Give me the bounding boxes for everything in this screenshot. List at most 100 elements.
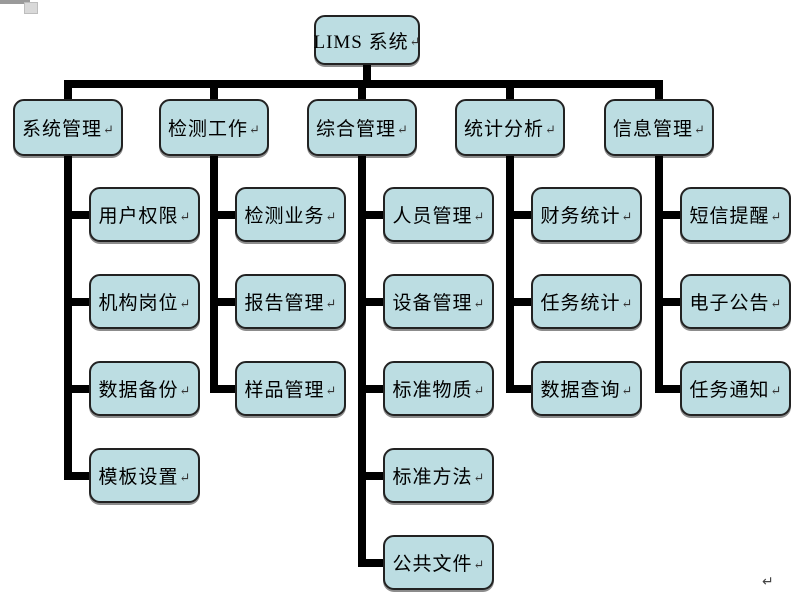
node-equipment-management: 设备管理↵	[383, 274, 494, 329]
return-mark-icon: ↵	[179, 295, 191, 311]
return-mark-icon: ↵	[325, 382, 337, 398]
connector-group-drop	[358, 88, 366, 99]
node-standard-substances-label: 标准物质	[392, 380, 473, 401]
connector-trunk	[655, 156, 663, 393]
node-sample-management: 样品管理↵	[235, 361, 346, 416]
connector-group-drop	[506, 88, 514, 99]
node-sms-reminder: 短信提醒↵	[680, 187, 791, 242]
node-personnel-management: 人员管理↵	[383, 187, 494, 242]
node-information-management-label: 信息管理	[613, 119, 694, 140]
node-electronic-bulletin-label: 电子公告	[689, 293, 770, 314]
connector-stub	[68, 384, 89, 393]
connector-stub	[362, 471, 383, 480]
node-template-settings-label: 模板设置	[98, 467, 179, 488]
connector-trunk	[210, 156, 218, 393]
return-mark-icon: ↵	[473, 208, 485, 224]
node-data-query-label: 数据查询	[540, 380, 621, 401]
connector-group-drop	[655, 88, 663, 99]
node-data-backup-label: 数据备份	[98, 380, 179, 401]
connector-group-drop	[64, 88, 72, 99]
node-statistics-analysis: 统计分析↵	[455, 99, 565, 156]
connector-trunk	[506, 156, 514, 393]
connector-stub	[659, 384, 680, 393]
connector-stub	[659, 210, 680, 219]
node-template-settings: 模板设置↵	[89, 448, 200, 503]
node-testing-work: 检测工作↵	[159, 99, 269, 156]
node-report-management: 报告管理↵	[235, 274, 346, 329]
return-mark-icon: ↵	[621, 208, 633, 224]
connector-root-drop	[363, 65, 371, 88]
return-mark-icon: ↵	[179, 382, 191, 398]
connector-stub	[362, 384, 383, 393]
node-lims-system-label: LIMS 系统	[313, 31, 409, 53]
node-sms-reminder-label: 短信提醒	[689, 206, 770, 227]
return-mark-icon: ↵	[409, 34, 421, 49]
node-testing-work-label: 检测工作	[168, 119, 249, 140]
node-task-statistics-label: 任务统计	[540, 293, 621, 314]
node-electronic-bulletin: 电子公告↵	[680, 274, 791, 329]
connector-stub	[214, 210, 235, 219]
node-personnel-management-label: 人员管理	[392, 206, 473, 227]
node-task-notification-label: 任务通知	[689, 380, 770, 401]
connector-top-bar	[64, 80, 663, 88]
connector-stub	[510, 297, 531, 306]
return-mark-icon: ↵	[545, 121, 556, 137]
connector-stub	[362, 297, 383, 306]
return-mark-icon: ↵	[770, 295, 782, 311]
connector-stub	[510, 210, 531, 219]
connector-stub	[214, 384, 235, 393]
connector-stub	[68, 210, 89, 219]
return-mark-icon: ↵	[179, 208, 191, 224]
connector-trunk	[358, 156, 366, 567]
return-mark-icon: ↵	[770, 208, 782, 224]
node-financial-statistics-label: 财务统计	[540, 206, 621, 227]
connector-stub	[214, 297, 235, 306]
return-mark-icon: ↵	[621, 295, 633, 311]
node-public-files: 公共文件↵	[383, 535, 494, 590]
connector-stub	[68, 471, 89, 480]
connector-stub	[362, 558, 383, 567]
return-mark-icon: ↵	[397, 121, 408, 137]
page-edge-artifact	[0, 0, 30, 4]
node-financial-statistics: 财务统计↵	[531, 187, 642, 242]
node-comprehensive-management-label: 综合管理	[316, 119, 397, 140]
return-mark-icon: ↵	[770, 382, 782, 398]
return-mark-icon: ↵	[179, 469, 191, 485]
return-mark-icon: ↵	[473, 556, 485, 572]
node-standard-methods-label: 标准方法	[392, 467, 473, 488]
node-statistics-analysis-label: 统计分析	[464, 119, 545, 140]
page-edge-artifact-mark	[24, 2, 38, 14]
connector-stub	[659, 297, 680, 306]
node-standard-substances: 标准物质↵	[383, 361, 494, 416]
node-system-management-label: 系统管理	[22, 119, 103, 140]
node-sample-management-label: 样品管理	[244, 380, 325, 401]
return-mark-icon: ↵	[473, 382, 485, 398]
node-user-permissions-label: 用户权限	[98, 206, 179, 227]
node-org-positions-label: 机构岗位	[98, 293, 179, 314]
node-public-files-label: 公共文件	[392, 554, 473, 575]
node-lims-system: LIMS 系统↵	[313, 15, 421, 65]
return-mark-icon: ↵	[473, 469, 485, 485]
return-mark-icon: ↵	[621, 382, 633, 398]
node-standard-methods: 标准方法↵	[383, 448, 494, 503]
node-user-permissions: 用户权限↵	[89, 187, 200, 242]
stray-return-mark: ↵	[762, 574, 774, 590]
node-data-backup: 数据备份↵	[89, 361, 200, 416]
node-system-management: 系统管理↵	[13, 99, 123, 156]
return-mark-icon: ↵	[473, 295, 485, 311]
connector-group-drop	[210, 88, 218, 99]
node-data-query: 数据查询↵	[531, 361, 642, 416]
node-testing-business-label: 检测业务	[244, 206, 325, 227]
node-testing-business: 检测业务↵	[235, 187, 346, 242]
node-task-statistics: 任务统计↵	[531, 274, 642, 329]
connector-trunk	[64, 156, 72, 480]
return-mark-icon: ↵	[249, 121, 260, 137]
return-mark-icon: ↵	[325, 295, 337, 311]
node-comprehensive-management: 综合管理↵	[307, 99, 417, 156]
connector-stub	[68, 297, 89, 306]
return-mark-icon: ↵	[694, 121, 705, 137]
node-information-management: 信息管理↵	[604, 99, 714, 156]
node-report-management-label: 报告管理	[244, 293, 325, 314]
node-task-notification: 任务通知↵	[680, 361, 791, 416]
